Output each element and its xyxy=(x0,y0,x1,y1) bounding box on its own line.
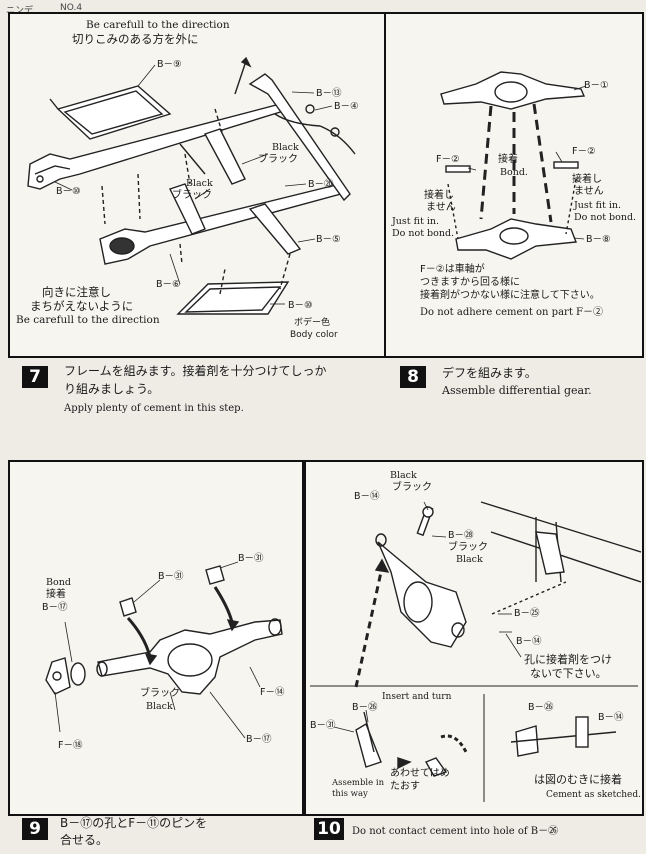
fit-in-right-1: Just fit in. xyxy=(574,200,621,211)
hole-note-jp-2: ないで下さい。 xyxy=(530,667,607,680)
insert-and-turn: Insert and turn xyxy=(382,692,452,702)
step-number-10: 10 xyxy=(314,818,344,840)
fit-in-left-1: Just fit in. xyxy=(392,216,439,227)
sketch-jp: は図のむきに接着 xyxy=(534,773,622,786)
label-b5: B－⑤ xyxy=(316,234,341,245)
black-en: Black xyxy=(146,701,173,712)
header-page-number: NO.4 xyxy=(60,3,83,13)
label-b9: B－⑨ xyxy=(157,59,182,70)
body-color-en: Body color xyxy=(290,330,338,340)
body-color-jp: ボデー色 xyxy=(294,318,331,328)
black2-en: Black xyxy=(456,554,483,565)
label-b28: B－㉘ xyxy=(448,530,474,541)
step-10-en: Do not contact cement into hole of B－㉖ xyxy=(352,826,559,837)
black2-jp: ブラック xyxy=(448,542,488,553)
direction-note-jp-top: 切りこみのある方を外に xyxy=(72,32,199,46)
label-b26-right: B－㉖ xyxy=(528,702,554,713)
panel-step-8: B－① 接着 Bond. F－② F－② 接着し ません Just fit in… xyxy=(384,12,644,358)
black-en: Black xyxy=(390,470,417,481)
direction-note-en-top: Be carefull to the direction xyxy=(86,19,230,31)
label-b20: B－⑳ xyxy=(308,179,334,190)
no-bond-jp-right-2: ません xyxy=(574,186,604,197)
label-b25: B－㉕ xyxy=(514,608,540,619)
direction-note-en-bottom: Be carefull to the direction xyxy=(16,314,160,326)
step-8-jp: デフを組みます。 xyxy=(442,366,537,380)
note-en: Do not adhere cement on part F－② xyxy=(420,307,603,318)
panel-step-7: Be carefull to the direction 切りこみのある方を外に… xyxy=(8,12,386,358)
bond-jp: 接着 xyxy=(498,154,518,165)
label-b13: B－⑬ xyxy=(316,88,342,99)
frame-assembly-drawing xyxy=(27,56,356,315)
panel-step-9: B－㉛ B－㉛ Bond 接着 B－⑰ F－⑭ ブラック Black B－⑰ F… xyxy=(8,460,304,816)
awase-jp-1: あわせてはめ xyxy=(390,768,450,779)
label-b31-top: B－㉛ xyxy=(238,553,264,564)
label-black-2-jp: ブラック xyxy=(172,190,212,201)
step-7-jp-line-1: フレームを組みます。接着剤を十分つけてしっか xyxy=(64,364,327,378)
awase-jp-2: たおす xyxy=(390,781,420,792)
differential-drawing xyxy=(440,71,587,260)
label-b17-right: B－⑰ xyxy=(246,734,272,745)
step-number-7: 7 xyxy=(22,366,48,388)
this-way: this way xyxy=(332,789,368,799)
step-7-en: Apply plenty of cement in this step. xyxy=(64,403,244,414)
bond-en: Bond. xyxy=(500,167,528,178)
label-b14-right: B－⑭ xyxy=(598,712,624,723)
bond-en: Bond xyxy=(46,577,71,588)
panel-step-10: Black ブラック B－⑭ B－㉘ ブラック Black B－㉕ B－⑭ 孔に… xyxy=(304,460,644,816)
assemble-in: Assemble in xyxy=(332,778,385,788)
note-jp-3: 接着剤がつかない様に注意して下さい。 xyxy=(420,290,600,301)
label-b8: B－⑧ xyxy=(586,234,611,245)
label-b4: B－④ xyxy=(334,101,359,112)
label-black-1-jp: ブラック xyxy=(258,154,298,165)
sketch-en: Cement as sketched. xyxy=(546,790,641,800)
step-7-jp-line-2: り組みましょう。 xyxy=(64,382,160,396)
black-jp: ブラック xyxy=(392,482,432,493)
axle-assembly-drawing xyxy=(45,561,283,739)
step-9-jp-line-1: B－⑰の孔とF－⑪のピンを xyxy=(60,816,208,830)
no-bond-jp-right-1: 接着し xyxy=(572,174,602,185)
fit-in-right-2: Do not bond. xyxy=(574,212,637,223)
label-black-2-en: Black xyxy=(186,178,213,189)
label-b26: B－㉖ xyxy=(352,702,378,713)
label-b6: B－⑥ xyxy=(156,279,181,290)
caution-jp-2: まちがえないように xyxy=(30,299,134,313)
no-bond-jp-left-2: ません xyxy=(426,202,456,213)
header-brand: ニンデ xyxy=(6,6,34,16)
label-f14: F－⑭ xyxy=(260,687,285,698)
label-b14-top: B－⑭ xyxy=(354,491,380,502)
label-b31-mid: B－㉛ xyxy=(158,571,184,582)
label-f2-right: F－② xyxy=(572,146,596,157)
label-black-1-en: Black xyxy=(272,142,299,153)
black-jp: ブラック xyxy=(140,688,180,699)
step-number-8: 8 xyxy=(400,366,426,388)
step-number-9: 9 xyxy=(22,818,48,840)
step-9-jp-line-2: 合せる。 xyxy=(60,833,109,847)
label-b10: B－⑩ xyxy=(288,300,313,311)
note-jp-2: つきますから回る様に xyxy=(420,277,520,288)
label-f2-left: F－② xyxy=(436,154,460,165)
note-jp-1: F－②は車軸が xyxy=(420,264,485,275)
rear-axle-drawing xyxy=(310,501,642,802)
fit-in-left-2: Do not bond. xyxy=(392,228,455,239)
label-b17-left: B－⑰ xyxy=(42,602,68,613)
no-bond-jp-left-1: 接着し xyxy=(424,190,454,201)
caution-jp-1: 向きに注意し xyxy=(42,285,111,299)
hole-note-jp-1: 孔に接着剤をつけ xyxy=(524,653,612,666)
label-b14-mid: B－⑭ xyxy=(516,636,542,647)
label-f18: F－⑱ xyxy=(58,740,83,751)
step-8-en: Assemble differential gear. xyxy=(442,384,592,397)
bond-jp: 接着 xyxy=(46,589,66,600)
label-b31: B－㉛ xyxy=(310,720,336,731)
label-b40: B－⑩ xyxy=(56,186,81,197)
label-b1: B－① xyxy=(584,80,609,91)
